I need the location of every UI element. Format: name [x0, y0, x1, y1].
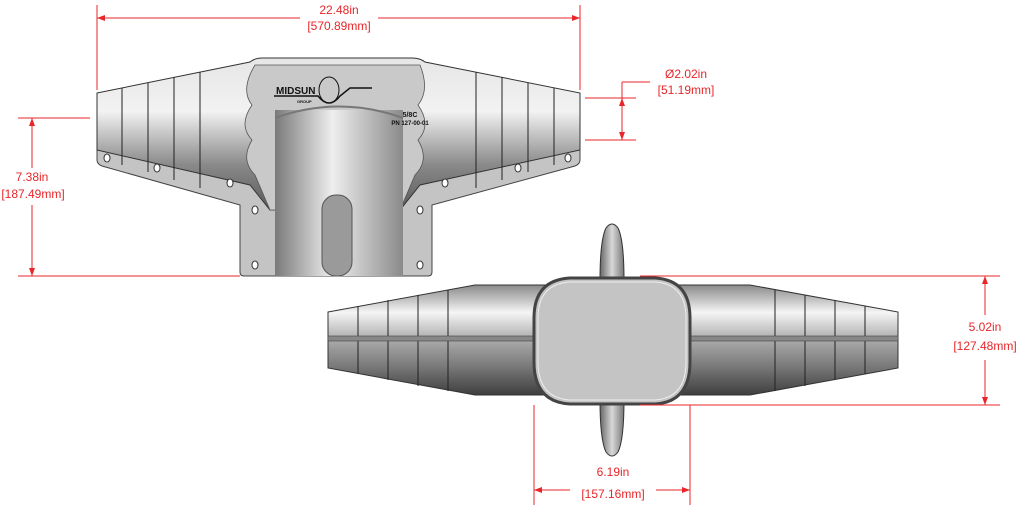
bottom-fin [599, 399, 625, 457]
svg-text:MIDSUN: MIDSUN [276, 86, 315, 97]
end-width-mm: [127.48mm] [953, 339, 1016, 353]
center-width-mm: [157.16mm] [581, 487, 644, 501]
overall-length-inch: 22.48in [319, 3, 358, 17]
dim-overall-length: 22.48in [570.89mm] [96, 3, 581, 90]
dim-center-width: 6.19in [157.16mm] [533, 405, 691, 505]
diameter-inch: Ø2.02in [665, 67, 707, 81]
dim-height: 7.38in [187.49mm] [1, 117, 240, 277]
rib-lines [121, 72, 555, 188]
stem-slot [321, 194, 353, 277]
grade-marking: 5/8C [403, 112, 418, 119]
top-view: MIDSUN GROUP 5/8C PN 127-00-01 [96, 57, 581, 277]
diameter-mm: [51.19mm] [658, 83, 715, 97]
end-view [327, 223, 899, 457]
top-fin [599, 223, 625, 281]
stem-cap [274, 105, 404, 119]
part-number-marking: PN 127-00-01 [391, 121, 429, 127]
height-inch: 7.38in [16, 170, 49, 184]
dim-end-width: 5.02in [127.48mm] [640, 275, 1017, 406]
midsun-logo: MIDSUN GROUP [274, 76, 372, 104]
end-width-inch: 5.02in [969, 320, 1002, 334]
mounting-holes [103, 153, 572, 270]
overall-length-mm: [570.89mm] [307, 19, 370, 33]
height-mm: [187.49mm] [1, 187, 64, 201]
svg-text:GROUP: GROUP [297, 99, 312, 104]
dim-diameter: Ø2.02in [51.19mm] [585, 67, 715, 141]
center-width-inch: 6.19in [597, 465, 630, 479]
center-tube-opening [532, 276, 692, 406]
